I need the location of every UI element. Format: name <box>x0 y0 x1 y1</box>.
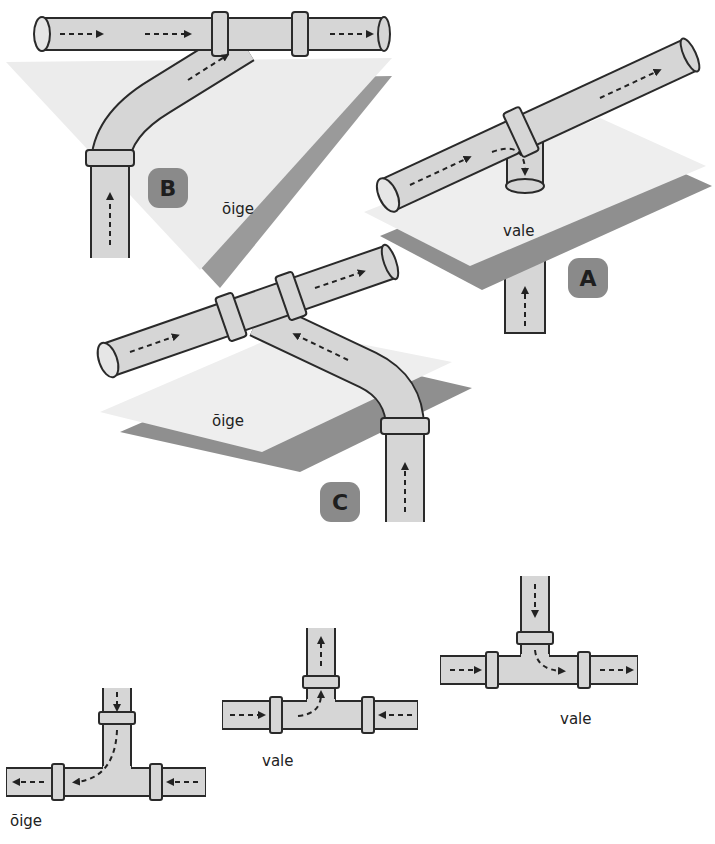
callout-badge: C <box>320 482 360 522</box>
pipe-c <box>94 243 429 522</box>
pipe-label: õige <box>222 200 254 218</box>
callout-badge: A <box>568 258 608 298</box>
pipe-label: vale <box>560 710 591 728</box>
pipe-a <box>372 36 703 215</box>
pipe-label: õige <box>10 812 42 830</box>
tee-middle <box>222 628 418 733</box>
callout-letter: B <box>160 176 177 201</box>
pipe-b <box>34 12 390 258</box>
pipe-label: vale <box>262 752 293 770</box>
callout-badge: B <box>148 168 188 208</box>
tee-left <box>6 688 206 800</box>
pipe-label: vale <box>503 222 534 240</box>
tee-right <box>440 576 638 688</box>
callout-letter: A <box>579 266 596 291</box>
callout-letter: C <box>332 490 348 515</box>
pipe-label: õige <box>212 412 244 430</box>
